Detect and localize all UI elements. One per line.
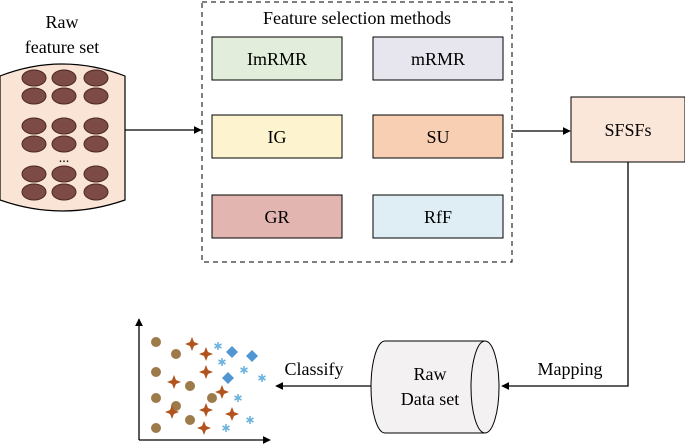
scatter-star-point bbox=[199, 365, 213, 379]
method-label-mrmr: mRMR bbox=[411, 49, 465, 69]
scatter-asterisk-point bbox=[222, 424, 230, 432]
feature-dot bbox=[21, 117, 47, 135]
feature-ellipsis: ... bbox=[59, 151, 70, 166]
feature-dot bbox=[83, 69, 109, 87]
scatter-star-point bbox=[185, 337, 199, 351]
raw-feature-set: Raw feature set ... bbox=[0, 12, 126, 212]
scatter-diamond-point bbox=[226, 346, 238, 358]
feature-dot bbox=[21, 183, 47, 201]
feature-dot bbox=[51, 165, 77, 183]
feature-dot bbox=[21, 135, 47, 153]
feature-dot bbox=[83, 135, 109, 153]
method-box-imrmr: ImRMR bbox=[211, 36, 343, 81]
scatter-star-point bbox=[225, 407, 239, 421]
scatter-circle-point bbox=[207, 393, 217, 403]
raw-dataset-label-line1: Raw bbox=[414, 364, 447, 384]
scatter-star-point bbox=[199, 347, 213, 361]
scatter-star-point bbox=[197, 421, 211, 435]
scatter-asterisk-point bbox=[218, 358, 226, 366]
method-box-su: SU bbox=[372, 114, 504, 159]
method-label-su: SU bbox=[426, 127, 449, 147]
scatter-asterisk-point bbox=[258, 374, 266, 382]
scatter-asterisk-point bbox=[240, 366, 248, 374]
feature-dot bbox=[51, 87, 77, 105]
feature-dot bbox=[51, 183, 77, 201]
scatter-circle-point bbox=[185, 381, 195, 391]
methods-panel: Feature selection methods ImRMR mRMR IG … bbox=[201, 1, 513, 263]
method-box-ig: IG bbox=[211, 114, 343, 159]
raw-feature-set-label-line2: feature set bbox=[25, 37, 99, 57]
classification-scatter-plot bbox=[135, 318, 271, 444]
method-label-gr: GR bbox=[264, 207, 289, 227]
scatter-asterisk-point bbox=[234, 394, 242, 402]
feature-dot bbox=[21, 165, 47, 183]
method-box-gr: GR bbox=[211, 194, 343, 239]
feature-dot bbox=[83, 87, 109, 105]
scatter-star-point bbox=[165, 405, 179, 419]
method-box-rff: RfF bbox=[372, 194, 504, 239]
scatter-circle-point bbox=[151, 367, 161, 377]
scatter-circle-point bbox=[171, 349, 181, 359]
scatter-points bbox=[151, 337, 266, 435]
scatter-asterisk-point bbox=[214, 342, 222, 350]
scatter-circle-point bbox=[151, 423, 161, 433]
feature-dot bbox=[21, 87, 47, 105]
cylinder-end bbox=[470, 340, 486, 434]
method-box-mrmr: mRMR bbox=[372, 36, 504, 81]
arrow-sfsfs-to-dataset bbox=[501, 162, 629, 390]
scatter-star-point bbox=[215, 385, 229, 399]
scatter-asterisk-point bbox=[246, 416, 254, 424]
feature-dot bbox=[51, 135, 77, 153]
sfsfs-label: SFSFs bbox=[604, 120, 651, 140]
feature-dots bbox=[21, 69, 109, 201]
scatter-diamond-point bbox=[246, 350, 258, 362]
methods-panel-border bbox=[201, 1, 513, 263]
raw-dataset-label-line2: Data set bbox=[401, 389, 459, 409]
scatter-diamond-point bbox=[222, 372, 234, 384]
scatter-circle-point bbox=[185, 415, 195, 425]
raw-feature-set-label-line1: Raw bbox=[46, 12, 79, 32]
method-label-imrmr: ImRMR bbox=[247, 49, 307, 69]
feature-dot bbox=[83, 117, 109, 135]
method-label-rff: RfF bbox=[424, 207, 452, 227]
feature-dot bbox=[51, 117, 77, 135]
mapping-label: Mapping bbox=[538, 359, 603, 379]
feature-dot bbox=[21, 69, 47, 87]
method-label-ig: IG bbox=[268, 127, 287, 147]
classify-label: Classify bbox=[284, 359, 343, 379]
feature-dot bbox=[83, 165, 109, 183]
cylinder-body bbox=[370, 340, 500, 434]
scatter-circle-point bbox=[151, 393, 161, 403]
scatter-star-point bbox=[199, 403, 213, 417]
scatter-circle-point bbox=[171, 401, 181, 411]
raw-dataset-cylinder: Raw Data set bbox=[370, 340, 500, 434]
scatter-star-point bbox=[167, 375, 181, 389]
methods-panel-title: Feature selection methods bbox=[263, 8, 451, 28]
sfsfs-box: SFSFs bbox=[570, 96, 685, 163]
feature-dot bbox=[83, 183, 109, 201]
feature-dot bbox=[51, 69, 77, 87]
scatter-circle-point bbox=[151, 337, 161, 347]
